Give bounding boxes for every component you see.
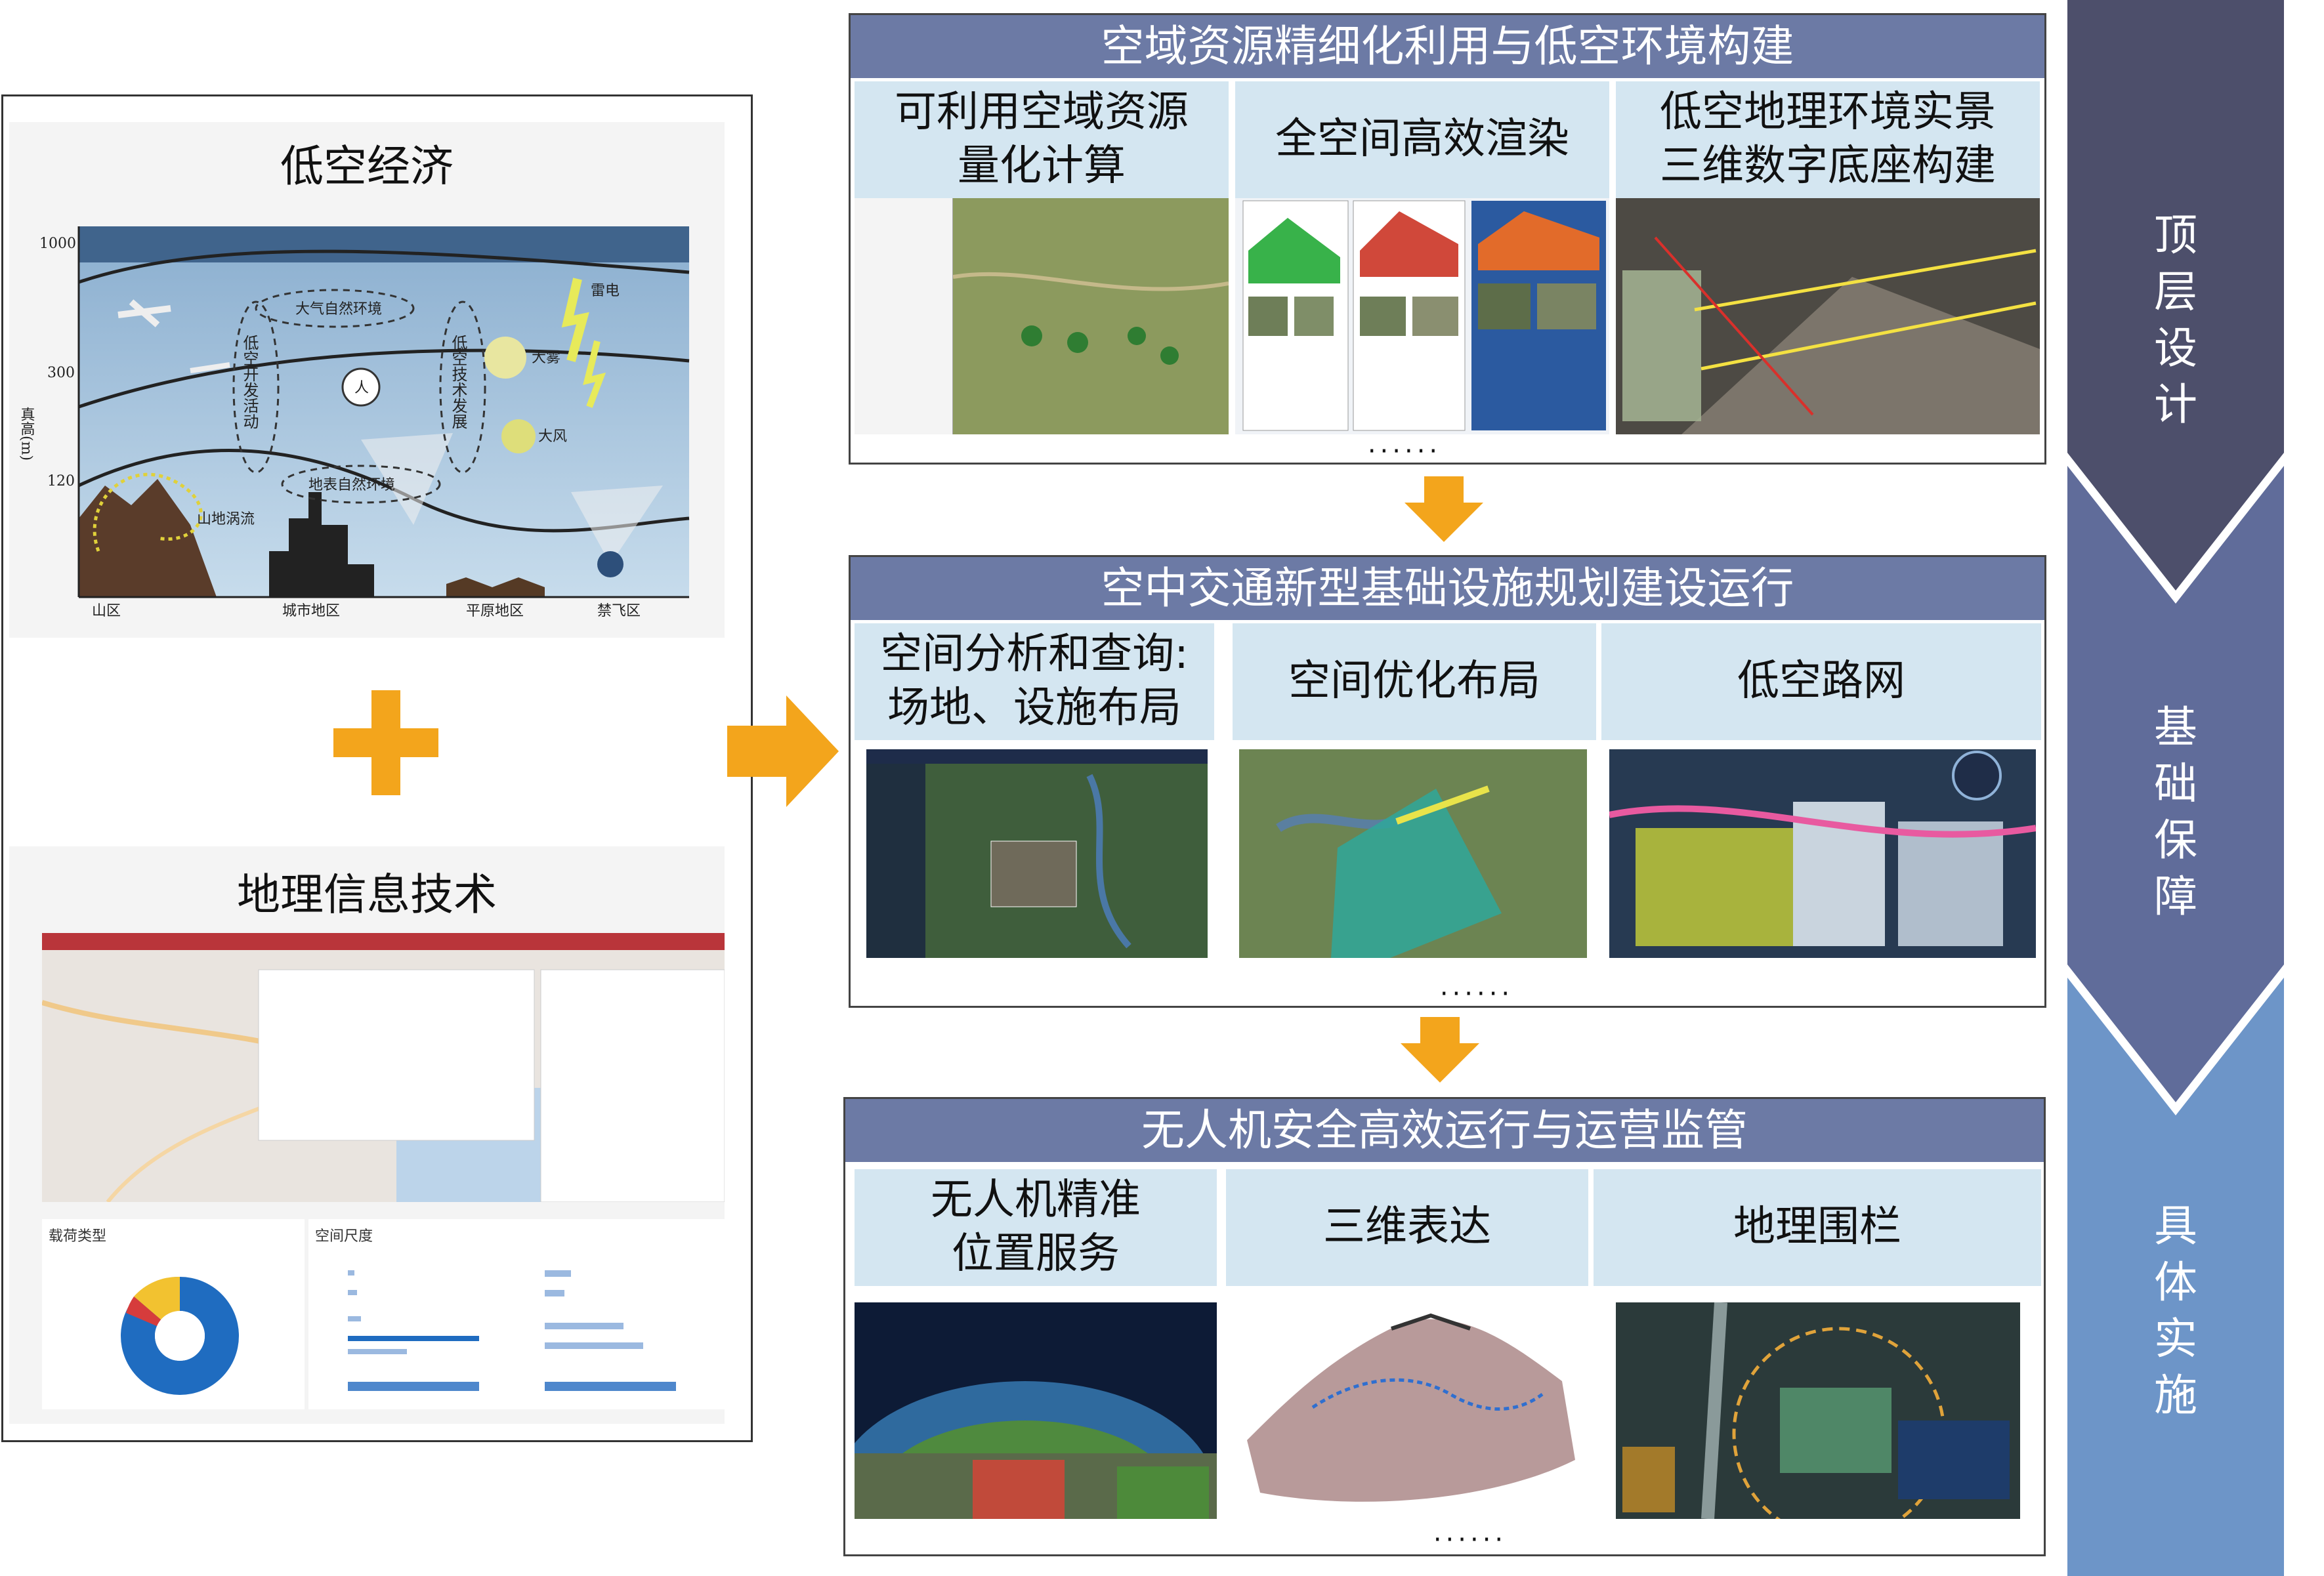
route-network-label: 低空路网 [1601, 623, 2041, 740]
payload-type-panel: 载荷类型 [42, 1219, 305, 1409]
label-dev-left: 低空开发活动 [240, 335, 259, 429]
3d-expression-image [1234, 1302, 1588, 1519]
airspace-quant-label: 可利用空域资源 量化计算 [855, 81, 1229, 198]
section-airspace-title: 空域资源精细化利用与低空环境构建 [851, 15, 2044, 78]
xlabel-nofly: 禁飞区 [597, 603, 641, 619]
spatial-optimize-image [1239, 749, 1587, 958]
econ-title: 低空经济 [280, 141, 454, 192]
label-human: 人 [354, 380, 369, 396]
render-image [1235, 198, 1609, 434]
stage-chevron-bar [2067, 0, 2284, 1576]
section-infrastructure-dots: ······ [1439, 979, 1514, 1009]
label-valley: 山地涡流 [197, 511, 255, 528]
section-uav-ops-title: 无人机安全高效运行与运营监管 [845, 1099, 2044, 1162]
spatial-scale-title: 空间尺度 [315, 1228, 373, 1245]
section-infrastructure-title: 空中交通新型基础设施规划建设运行 [851, 557, 2044, 620]
geofence-label: 地理围栏 [1594, 1169, 2041, 1286]
digital-twin-image [1616, 198, 2040, 434]
uav-positioning-label: 无人机精准 位置服务 [855, 1169, 1217, 1286]
stage-foundation: 基 础 保 障 [2154, 702, 2197, 922]
label-surface: 地表自然环境 [308, 477, 395, 493]
stage-implementation: 具 体 实 施 [2154, 1201, 2197, 1420]
ytick-1000: 1000 [39, 236, 76, 252]
3d-expression-label: 三维表达 [1226, 1169, 1588, 1286]
arrow-right-icon [727, 695, 839, 807]
spatial-scale-panel: 空间尺度 [308, 1219, 725, 1409]
geofence-image [1616, 1302, 2020, 1519]
ytick-300: 300 [47, 365, 75, 381]
ylabel: 真高(m) [20, 407, 35, 461]
section-uav-ops-dots: ······ [1433, 1525, 1508, 1555]
uav-positioning-image [855, 1302, 1217, 1519]
gis-map-screenshot [42, 933, 725, 1202]
low-altitude-illustration: 1000 300 120 山区 城市地区 平原地区 禁飞区 大气自然环境 地表自… [20, 226, 690, 619]
arrow-down-icon-2 [1401, 1017, 1479, 1083]
label-thunder: 雷电 [591, 283, 620, 299]
ytick-120: 120 [47, 473, 75, 489]
label-atmos: 大气自然环境 [295, 301, 382, 318]
spatial-query-label: 空间分析和查询: 场地、设施布局 [855, 623, 1214, 740]
xlabel-city: 城市地区 [282, 603, 340, 619]
full-space-render-label: 全空间高效渲染 [1235, 81, 1609, 198]
xlabel-mountain: 山区 [92, 603, 121, 619]
xlabel-plain: 平原地区 [466, 603, 524, 619]
spatial-optimize-label: 空间优化布局 [1233, 623, 1596, 740]
spatial-query-image [866, 749, 1208, 958]
label-wind: 大风 [538, 428, 567, 445]
route-network-image [1609, 749, 2036, 958]
label-fog: 大雾 [532, 350, 560, 366]
stage-top-design: 顶 层 设 计 [2154, 210, 2197, 430]
payload-type-title: 载荷类型 [49, 1228, 107, 1245]
digital-twin-label: 低空地理环境实景 三维数字底座构建 [1616, 81, 2040, 198]
label-dev-right: 低空技术发展 [449, 335, 467, 429]
arrow-down-icon-1 [1405, 476, 1483, 542]
gis-title: 地理信息技术 [237, 869, 497, 920]
plus-icon [333, 690, 438, 795]
section-airspace-dots: ······ [1367, 436, 1442, 467]
airspace-quant-image [855, 198, 1229, 434]
